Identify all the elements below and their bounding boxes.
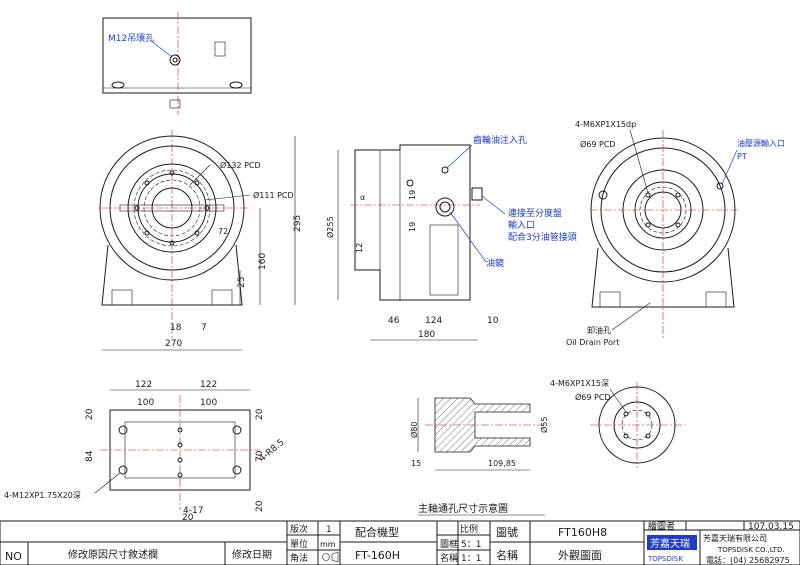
dim-100b: 100 <box>200 398 217 408</box>
top-view: M12吊環孔 <box>102 12 252 115</box>
dim-d255: Ø255 <box>325 216 335 238</box>
dim-180: 180 <box>418 330 435 340</box>
oil-fill-label: 齒輪油注入孔 <box>473 134 527 146</box>
dim-20d: 20 <box>182 513 194 523</box>
dim-124: 124 <box>425 316 442 326</box>
pcd111-label: Ø111 PCD <box>253 190 294 200</box>
dim-270: 270 <box>165 339 182 349</box>
dim-84: 84 <box>85 450 95 462</box>
company-name-en: TOPSDISK CO.,LTD. <box>717 546 785 554</box>
dim-122b: 122 <box>200 380 217 390</box>
dim-19a: 19 <box>408 190 417 200</box>
spindle-diagram-title: 主軸通孔尺寸示意圖 <box>418 502 508 515</box>
date-value: 107.03.15 <box>748 522 794 532</box>
dim-20b: 20 <box>255 408 265 420</box>
connect-label-2: 輸入口 <box>508 219 535 231</box>
dim-100a: 100 <box>137 398 154 408</box>
drawing-no-value: FT160H8 <box>558 526 607 539</box>
spindle-thread-label: 4-M6XP1X15深 <box>550 379 609 388</box>
no-label: NO <box>5 550 22 563</box>
hydraulic-pt-label: PT <box>737 152 747 161</box>
oil-level-label: 油鏡 <box>486 257 504 269</box>
revision-label: 修改原因尺寸敘述欄 <box>68 548 158 561</box>
front-view: Ø132 PCD Ø111 PCD 72 295 160 25 18 7 270 <box>99 130 303 351</box>
name-scale-value: 1：1 <box>461 554 481 564</box>
company-phone: 電話：(04) 25682975 <box>706 555 790 565</box>
name-label: 名稱 <box>496 548 518 562</box>
drain-label-cn: 卸油孔 <box>587 325 611 335</box>
rear-view: 4-M6XP1X15dp Ø69 PCD 油壓源輸入口 PT 卸油孔 Oil D… <box>566 120 785 347</box>
dim-20a: 20 <box>85 408 95 420</box>
rear-thread-label: 4-M6XP1X15dp <box>575 120 636 129</box>
bottom-view: 122 122 100 100 20 20 84 70 20 20 4-R8.5… <box>4 380 287 523</box>
company-logo: 芳嘉天瑞 TOPSDISK <box>647 535 697 563</box>
version-value: 1 <box>326 525 332 535</box>
dim-12: 12 <box>355 243 364 253</box>
dim-72: 72 <box>218 227 228 236</box>
dim-19b: 19 <box>408 222 417 232</box>
drain-label-en: Oil Drain Port <box>566 338 619 347</box>
version-label: 版次 <box>290 523 308 535</box>
dim-295: 295 <box>293 215 303 232</box>
dim-alpha: α <box>360 193 365 202</box>
dim-70: 70 <box>255 450 265 462</box>
model-label: 配合機型 <box>355 525 399 539</box>
title-block: NO 修改原因尺寸敘述欄 修改日期 版次 1 單位 mm 角法 配合機型 FT-… <box>0 520 800 565</box>
logo-text: 芳嘉天瑞 <box>650 537 690 550</box>
dim-10: 10 <box>487 316 499 326</box>
spindle-pcd-label: Ø69 PCD <box>575 392 611 402</box>
spindle-detail: Ø80 Ø55 15 109,85 4-M6XP1X15深 Ø69 PCD 主軸… <box>409 379 685 516</box>
ratio-label: 比例 <box>460 523 478 535</box>
dim-7: 7 <box>201 323 207 333</box>
dim-20c: 20 <box>255 500 265 512</box>
bottom-thread-label: 4-M12XP1.75X20深 <box>4 491 81 500</box>
dim-18: 18 <box>170 323 182 333</box>
pcd132-label: Ø132 PCD <box>220 160 261 170</box>
model-value: FT-160H <box>355 549 400 562</box>
angle-label: 角法 <box>290 552 308 564</box>
dim-d55: Ø55 <box>539 417 549 433</box>
frame-label: 圖框 <box>440 538 458 550</box>
side-view: Ø255 α 12 19 19 46 124 10 180 齒輪油注入孔 連接至… <box>325 134 577 341</box>
name-scale-label: 名稱 <box>440 552 458 564</box>
dim-d80: Ø80 <box>409 422 419 438</box>
dim-46: 46 <box>388 316 400 326</box>
connect-label-3: 配合3分油管接頭 <box>508 231 577 243</box>
dim-4-17: 4-17 <box>183 506 203 516</box>
name-value: 外觀圖面 <box>558 549 602 562</box>
dim-122a: 122 <box>135 380 152 390</box>
hydraulic-input-label: 油壓源輸入口 <box>737 138 785 148</box>
frame-value: 5：1 <box>461 540 481 550</box>
lifting-hole-label: M12吊環孔 <box>108 33 154 44</box>
company-name-cn: 芳嘉天瑞有限公司 <box>703 533 767 543</box>
third-angle-icon <box>322 551 339 563</box>
connect-label-1: 連接至分度盤 <box>508 207 562 219</box>
revision-date-label: 修改日期 <box>232 548 272 561</box>
unit-label: 單位 <box>290 538 308 550</box>
dim-25: 25 <box>237 277 247 288</box>
rear-pcd-label: Ø69 PCD <box>580 139 616 149</box>
drawing-no-label: 圖號 <box>496 526 518 539</box>
drafter-label: 繪圖者 <box>648 520 675 532</box>
dim-109: 109,85 <box>488 459 516 468</box>
dim-15: 15 <box>411 459 421 468</box>
logo-subtext: TOPSDISK <box>647 555 683 563</box>
dim-160: 160 <box>258 253 268 270</box>
unit-value: mm <box>320 540 336 549</box>
